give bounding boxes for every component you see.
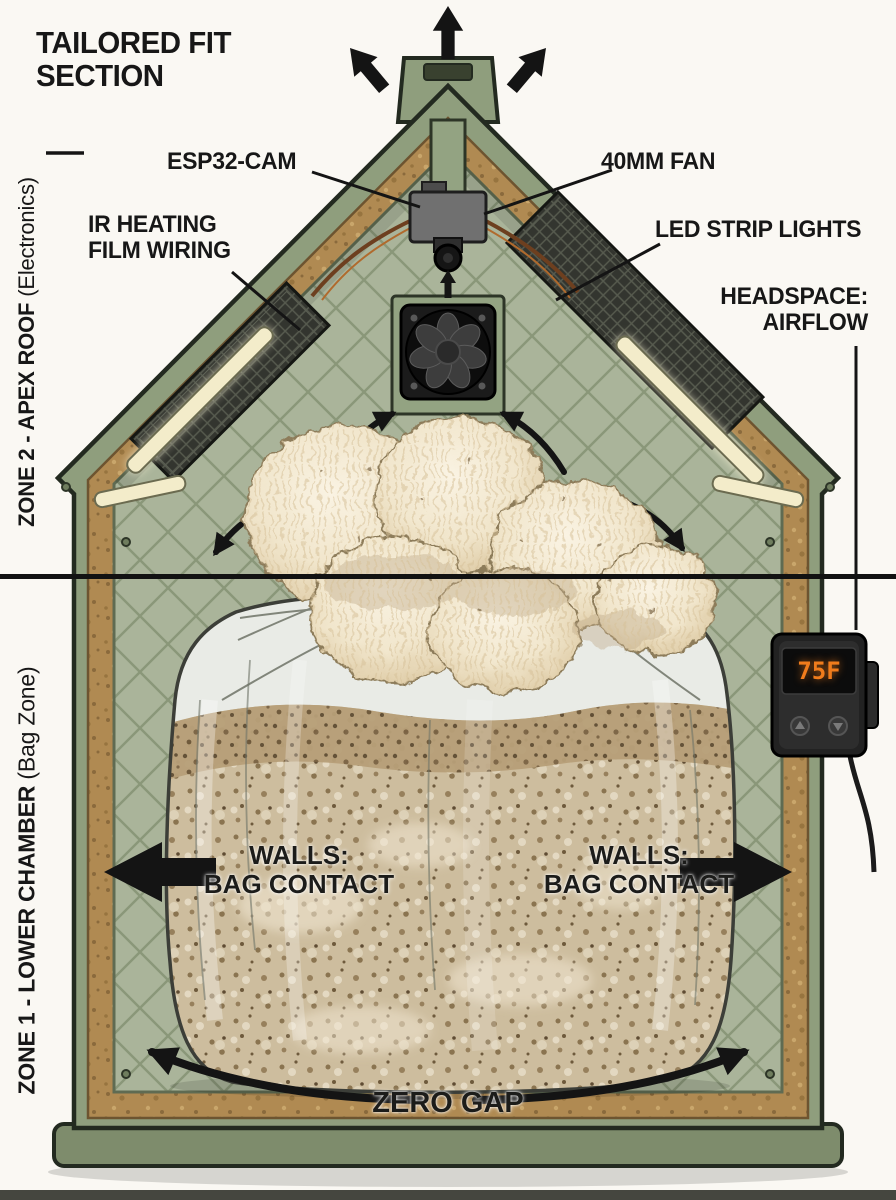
zone1-name: ZONE 1 - LOWER CHAMBER [13, 779, 40, 1095]
wall-contact-arrow-left [104, 842, 216, 902]
wall-contact-arrow-right [680, 842, 792, 902]
callout-ir-line1: IR HEATING [88, 211, 217, 238]
walls-bag-contact-right: WALLS: BAG CONTACT [533, 840, 745, 900]
walls-left-line1: WALLS: [249, 840, 349, 870]
substrate [166, 702, 735, 1093]
wall-screws [61, 482, 835, 1079]
led-leader-line [555, 242, 661, 302]
callout-esp32-cam: ESP32-CAM [167, 148, 297, 175]
zone2-name: ZONE 2 - APEX ROOF [14, 296, 39, 527]
callout-ir-heating: IR HEATING FILM WIRING [88, 212, 231, 264]
walls-left-line2: BAG CONTACT [203, 869, 395, 900]
callout-led-strip: LED STRIP LIGHTS [655, 216, 862, 243]
zero-gap-arrows [146, 1047, 750, 1104]
wall-contact-arrows [104, 842, 792, 902]
zone1-qualifier: (Bag Zone) [13, 666, 40, 780]
led-strip-right [615, 335, 805, 509]
walls-bag-contact-left: WALLS: BAG CONTACT [193, 840, 405, 900]
led-strip-left [93, 326, 274, 509]
photo-bottom-strip [0, 1190, 896, 1200]
zone1-label: ZONE 1 - LOWER CHAMBER (Bag Zone) [14, 611, 41, 1151]
bag-film-highlights [195, 659, 678, 1052]
zone2-qualifier: (Electronics) [14, 177, 39, 297]
zero-gap-label: ZERO GAP [372, 1087, 524, 1119]
callout-40mm-fan: 40MM FAN [601, 148, 716, 175]
esp32-leader-line [311, 170, 421, 209]
mycelium-patches [238, 823, 666, 1054]
zone2-label: ZONE 2 - APEX ROOF (Electronics) [14, 152, 40, 552]
callout-headspace-airflow: HEADSPACE: AIRFLOW [707, 284, 868, 336]
callout-headspace-line1: HEADSPACE: [720, 283, 868, 310]
fan-40mm-device [390, 294, 506, 416]
callout-headspace-line2: AIRFLOW [762, 308, 869, 336]
title-line2: SECTION [36, 58, 164, 94]
ir-heating-film-right [504, 189, 766, 451]
zone-divider-line [0, 574, 896, 579]
thermostat-device [770, 632, 879, 873]
grow-bag [164, 592, 737, 1099]
callout-ir-line2: FILM WIRING [88, 236, 231, 264]
page-title: TAILORED FIT SECTION [36, 26, 231, 93]
walls-right-line1: WALLS: [589, 840, 689, 870]
ir-leader-line [231, 270, 301, 332]
walls-right-line2: BAG CONTACT [543, 869, 735, 900]
title-line1: TAILORED FIT [36, 25, 231, 60]
thermostat-screen [781, 647, 857, 695]
thermostat-reading: 75F [797, 657, 841, 685]
bag-crinkle-lines [195, 659, 700, 1006]
esp32-cam-device [310, 118, 580, 301]
base-slab [48, 1122, 848, 1187]
callout-leader-lines [46, 151, 858, 630]
fan-leader-line [483, 168, 613, 216]
